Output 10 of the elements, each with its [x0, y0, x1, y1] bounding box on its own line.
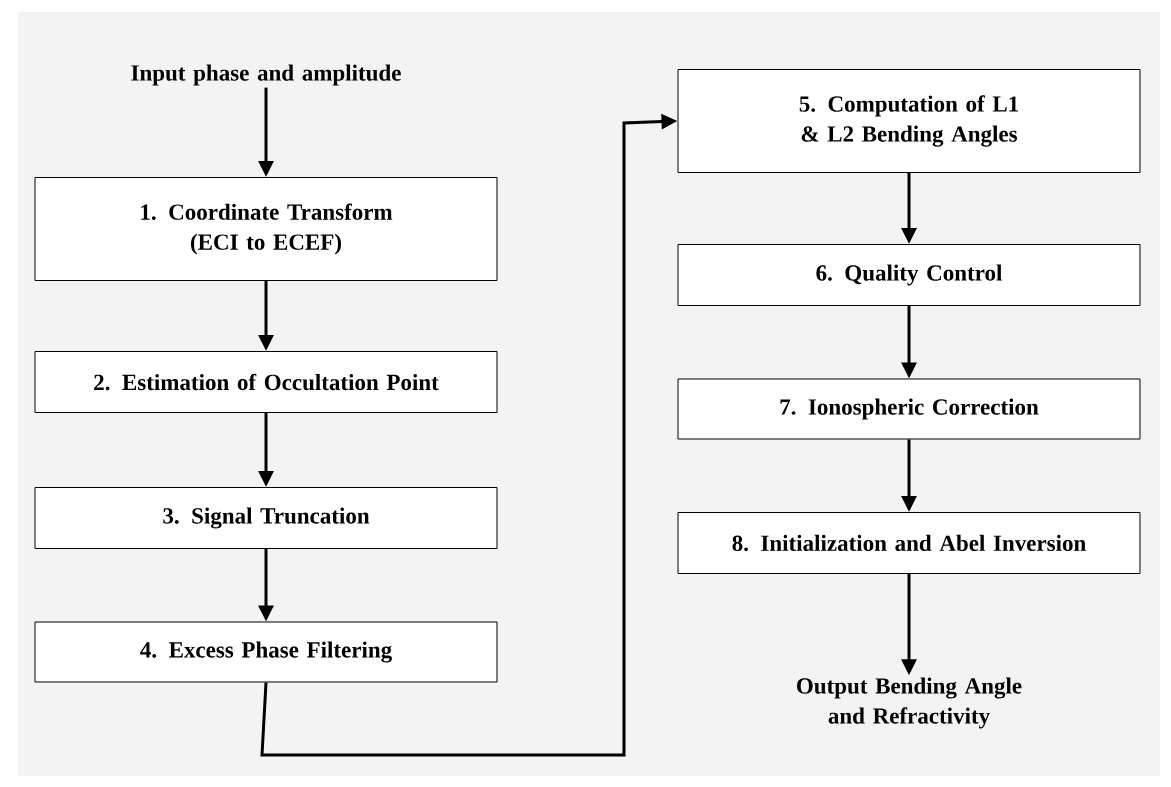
process-box: 1. Coordinate Transform (ECI to ECEF) — [34, 177, 498, 281]
io-label: Output Bending Angle and Refractivity — [797, 677, 1022, 729]
process-box: 6. Quality Control — [677, 244, 1141, 306]
process-box: 5. Computation of L1 & L2 Bending Angles — [677, 69, 1141, 173]
process-box: 7. Ionospheric Correction — [677, 378, 1141, 440]
process-box: 2. Estimation of Occultation Point — [34, 351, 498, 413]
process-box: 8. Initialization and Abel Inversion — [677, 512, 1141, 574]
process-box: 3. Signal Truncation — [34, 487, 498, 549]
io-label: Input phase and amplitude — [131, 64, 401, 86]
process-box: 4. Excess Phase Filtering — [34, 621, 498, 683]
